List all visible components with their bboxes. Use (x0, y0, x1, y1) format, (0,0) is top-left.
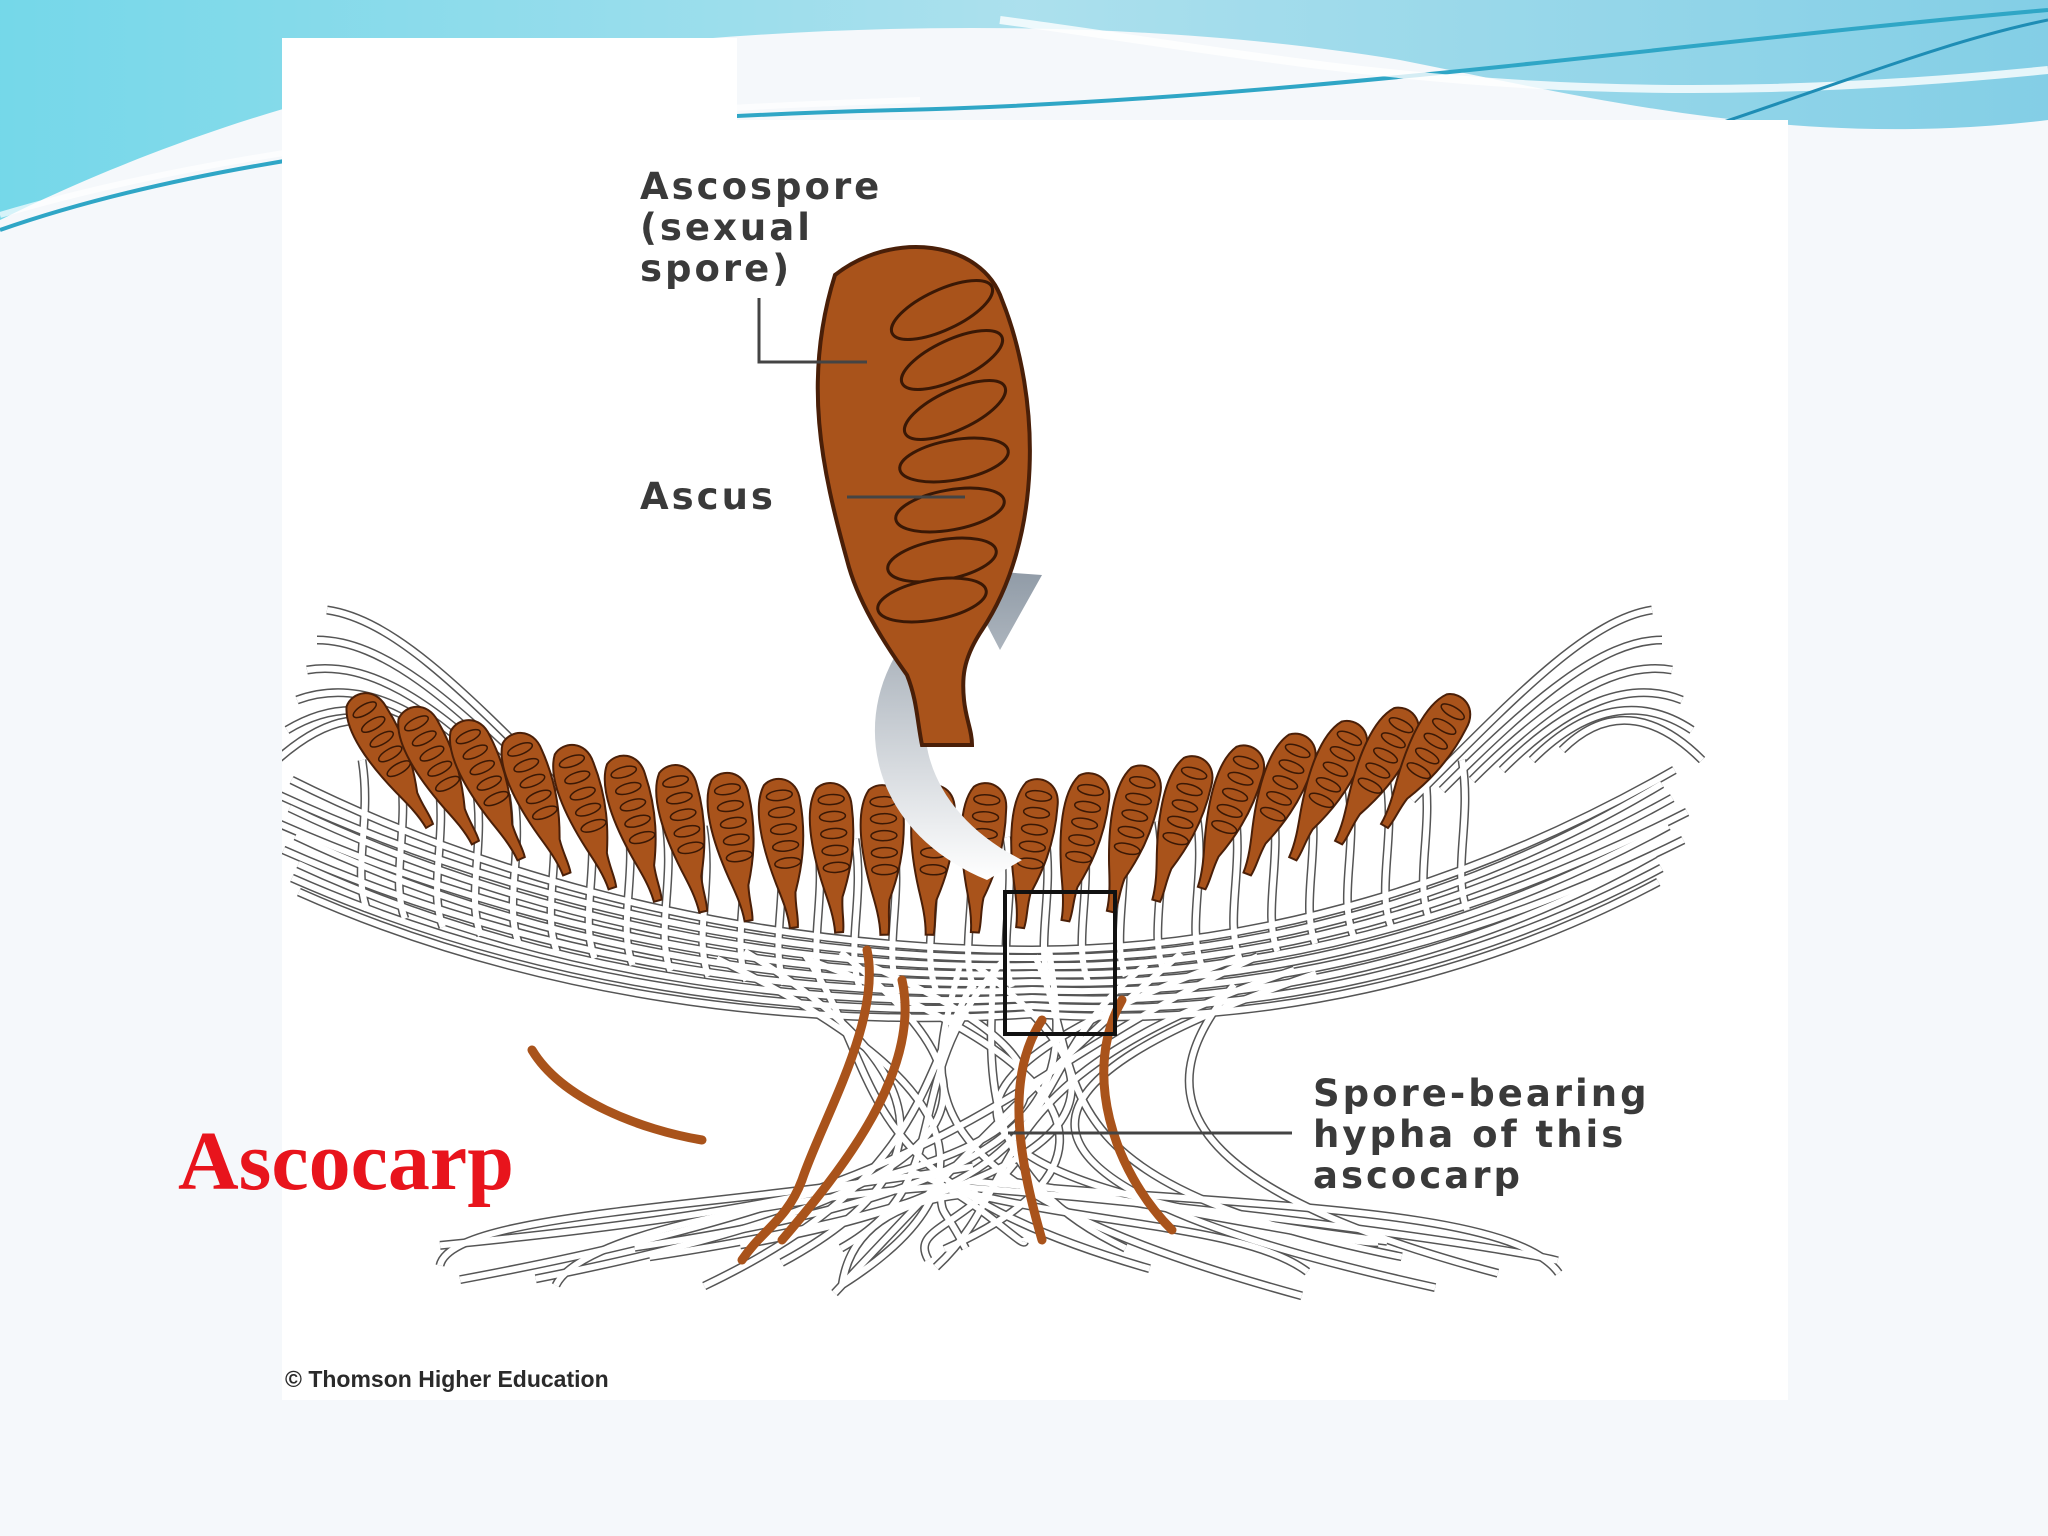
hypha-core-65 (851, 838, 863, 990)
hypha-core-19 (1439, 637, 1663, 793)
ascus-17 (1151, 755, 1214, 903)
hypha-core-81 (1458, 759, 1470, 912)
label-ascus: Ascus (640, 475, 776, 518)
ascus-15 (1059, 772, 1111, 923)
hypha-core-50 (839, 1190, 979, 1286)
hypha-core-46 (1001, 1177, 1379, 1246)
ascus-8 (706, 771, 755, 923)
hypha-core-7 (297, 851, 1657, 1004)
ascus-16 (1105, 764, 1162, 914)
hypha-core-80 (1420, 768, 1432, 920)
ascus-10 (808, 782, 855, 934)
hypha-core-30 (1186, 982, 1499, 1277)
hypha-core-5 (294, 823, 1670, 986)
hypha-core-40 (739, 962, 1149, 1248)
hypha-core-33 (1071, 970, 1436, 1291)
hypha-core-6 (282, 837, 1685, 995)
ascospore-3 (902, 379, 1008, 441)
ascus-4 (500, 731, 572, 877)
hypha-core-48 (913, 1169, 1028, 1246)
hypha-core-3 (288, 795, 1674, 970)
hypha-core-28 (933, 966, 1296, 1270)
ascospore-1 (889, 279, 995, 341)
hypha-core-47 (938, 1199, 969, 1250)
hypha-core-41 (742, 948, 904, 1266)
slide-title: Ascocarp (178, 1115, 514, 1208)
figure-header-blank (282, 38, 737, 168)
hypha-core-45 (921, 1161, 1018, 1262)
leader-lines (757, 298, 1292, 1135)
hypha-core-74 (1192, 814, 1205, 967)
hypha-core-51 (437, 1163, 974, 1267)
hypha-core-49 (553, 1183, 945, 1287)
hypha-core-8 (290, 865, 1663, 1012)
hypha-core-11 (1559, 717, 1705, 763)
label-spore-bearing-hypha: Spore-bearing hypha of this ascocarp (1313, 1072, 1650, 1197)
ascus-2 (397, 705, 481, 846)
ascus-3 (448, 719, 526, 862)
hypha-core-36 (1032, 954, 1403, 1260)
ascospore-4 (898, 436, 1010, 484)
hypha-core-24 (806, 956, 1063, 1252)
hypha-core-15 (1499, 689, 1684, 773)
ascospore-7 (876, 576, 988, 624)
hypha-core-21 (1409, 607, 1653, 803)
hypha-core-79 (1382, 776, 1394, 929)
hypha-core-56 (509, 793, 522, 945)
hypha-core-13 (1529, 707, 1694, 763)
hypha-core-4 (282, 809, 1689, 978)
hypha-core-52 (358, 759, 370, 912)
ascospore-2 (899, 329, 1005, 391)
highlight-box (1003, 890, 1117, 1036)
ascus-22 (1379, 693, 1472, 830)
ascocarp-diagram (282, 245, 1706, 1301)
ascus-7 (655, 764, 709, 914)
hypha-core-31 (715, 955, 944, 1287)
ascus-9 (757, 777, 805, 930)
ascus-5 (552, 743, 618, 891)
ascus-6 (603, 754, 663, 904)
spore-bearing-hyphae (527, 945, 1177, 1265)
hyphae-fill (282, 607, 1705, 1299)
hypha-core-43 (961, 1184, 1559, 1264)
hypha-core-1 (290, 767, 1676, 954)
copyright-credit: © Thomson Higher Education (285, 1366, 609, 1392)
hypha-core-39 (938, 967, 1303, 1299)
ascospores (876, 279, 1010, 624)
label-ascospore: Ascospore (sexual spore) (640, 165, 883, 290)
hypha-core-17 (1469, 665, 1673, 783)
ascospore-5 (894, 486, 1006, 534)
